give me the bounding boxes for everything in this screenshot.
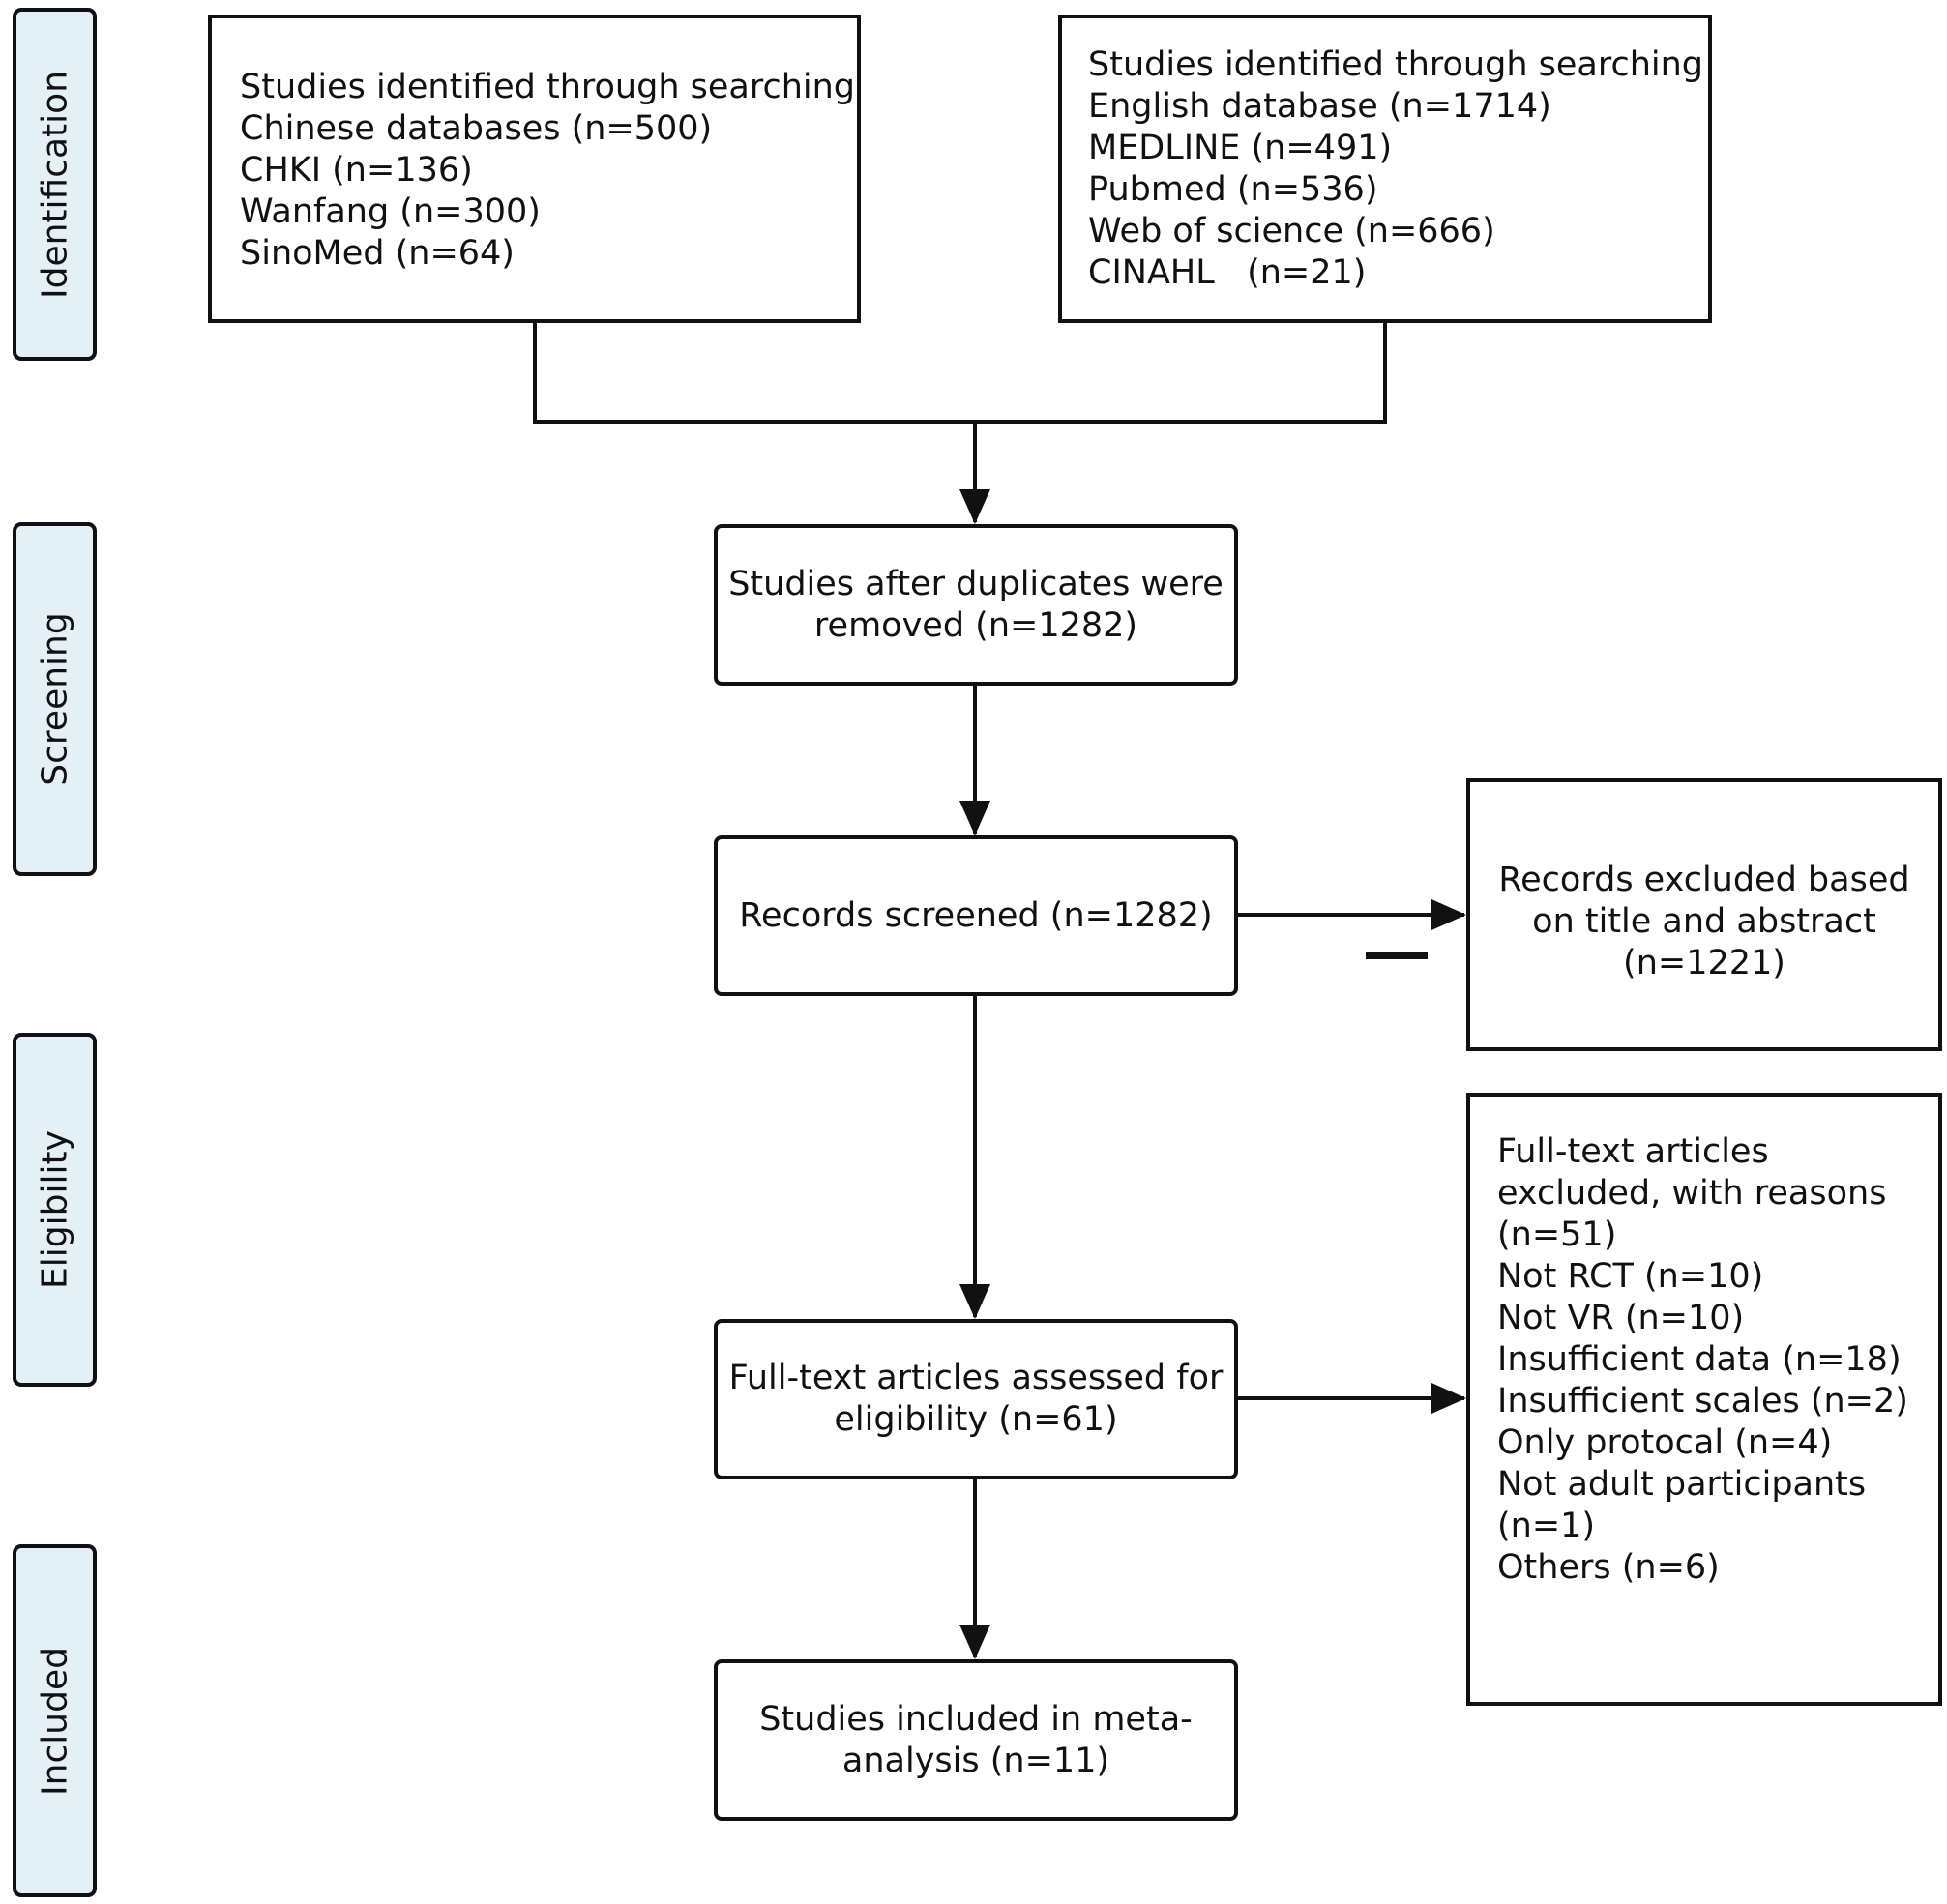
- box-line: Insufficient scales (n=2): [1497, 1382, 1908, 1421]
- box-line: Chinese databases (n=500): [240, 109, 713, 148]
- phase-eligibility: Eligibility: [13, 1033, 97, 1387]
- box-line: Pubmed (n=536): [1088, 170, 1378, 209]
- box-line: eligibility (n=61): [834, 1400, 1118, 1439]
- box-line: Studies identified through searching: [240, 68, 856, 106]
- box-line: analysis (n=11): [841, 1741, 1110, 1780]
- box-line: Studies identified through searching: [1088, 45, 1704, 84]
- arrowhead-excluded-title: [1431, 899, 1466, 930]
- box-records-screened: Records screened (n=1282): [714, 835, 1238, 996]
- box-chinese-databases: Studies identified through searching Chi…: [208, 15, 861, 323]
- box-line: (n=51): [1497, 1216, 1617, 1254]
- box-line: (n=1): [1497, 1507, 1596, 1545]
- box-line: English database (n=1714): [1088, 87, 1551, 126]
- phase-included: Included: [13, 1544, 97, 1897]
- phase-identification: Identification: [13, 8, 97, 361]
- phase-eligibility-label: Eligibility: [35, 1130, 74, 1289]
- box-line: Insufficient data (n=18): [1497, 1340, 1902, 1379]
- arrowhead-fulltext: [959, 1284, 990, 1319]
- box-line: Records excluded based: [1498, 861, 1910, 899]
- phase-screening-label: Screening: [35, 612, 74, 786]
- box-line: Records screened (n=1282): [739, 895, 1213, 935]
- box-line: CINAHL (n=21): [1088, 253, 1367, 292]
- box-line: Full-text articles assessed for: [728, 1359, 1224, 1397]
- box-line: Studies included in meta-: [759, 1699, 1193, 1739]
- box-line: Others (n=6): [1497, 1548, 1720, 1587]
- box-line: Only protocal (n=4): [1497, 1423, 1833, 1462]
- minus-mark: [1366, 952, 1428, 959]
- box-line: SinoMed (n=64): [240, 234, 515, 273]
- arrowhead-included: [959, 1625, 990, 1659]
- box-excluded-title-abstract: Records excluded based on title and abst…: [1466, 778, 1942, 1051]
- box-line: on title and abstract: [1532, 902, 1876, 941]
- box-line: CHKI (n=136): [240, 151, 473, 190]
- box-studies-included: Studies included in meta- analysis (n=11…: [714, 1659, 1238, 1821]
- box-fulltext-assessed: Full-text articles assessed for eligibil…: [714, 1319, 1238, 1479]
- box-line: excluded, with reasons: [1497, 1174, 1887, 1213]
- arrowhead-duplicates: [959, 489, 990, 524]
- box-line: Full-text articles: [1497, 1132, 1769, 1171]
- box-line: Web of science (n=666): [1088, 212, 1495, 250]
- box-fulltext-excluded: Full-text articles excluded, with reason…: [1466, 1093, 1942, 1706]
- box-line: MEDLINE (n=491): [1088, 129, 1393, 167]
- phase-included-label: Included: [35, 1646, 74, 1796]
- phase-identification-label: Identification: [35, 70, 74, 299]
- box-line: Not adult participants: [1497, 1465, 1867, 1504]
- arrowhead-screened: [959, 801, 990, 835]
- box-line: (n=1221): [1623, 944, 1785, 982]
- box-line: removed (n=1282): [813, 605, 1138, 645]
- merge-connector: [533, 323, 1387, 424]
- box-line: Not RCT (n=10): [1497, 1257, 1764, 1296]
- box-line: Studies after duplicates were: [728, 564, 1224, 603]
- arrowhead-excluded-fulltext: [1431, 1383, 1466, 1414]
- box-line: Not VR (n=10): [1497, 1299, 1745, 1337]
- box-line: Wanfang (n=300): [240, 192, 541, 231]
- box-after-duplicates: Studies after duplicates were removed (n…: [714, 524, 1238, 686]
- phase-screening: Screening: [13, 522, 97, 876]
- box-english-databases: Studies identified through searching Eng…: [1058, 15, 1712, 323]
